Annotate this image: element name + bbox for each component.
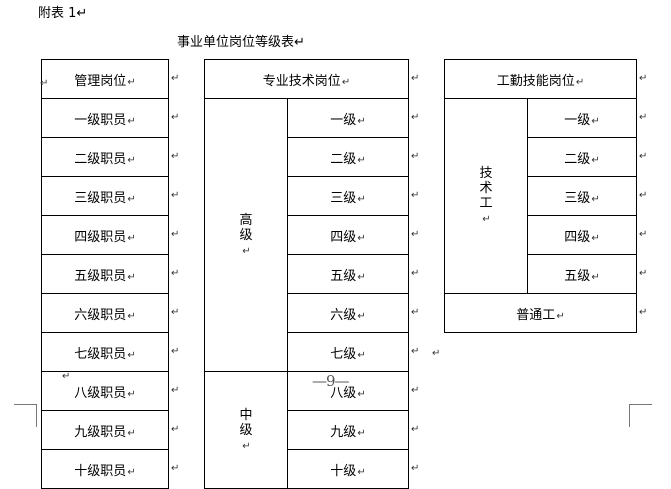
row-end-mark: ↵ [411,307,420,318]
professional-row: 七级↵ [287,332,409,372]
worker-row: 一级↵ [527,98,637,138]
worker-row: 三级↵ [527,176,637,216]
worker-table: 工勤技能岗位↵ 技术工↵ 一级↵ 二级↵ 三级↵ 四级↵ 五级↵ 普通工↵ [444,59,637,333]
management-row: 五级职员↵ [41,254,169,294]
professional-row: 九级↵ [287,410,409,450]
row-end-mark: ↵ [639,190,648,201]
professional-header: 专业技术岗位↵ [204,59,409,99]
row-end-mark: ↵ [411,268,420,279]
group-senior: 高级↵ [204,98,288,372]
professional-row: 六级↵ [287,293,409,333]
row-end-mark: ↵ [639,73,648,84]
row-end-mark: ↵ [639,112,648,123]
appendix-label: 附表 1↵ [38,6,88,21]
worker-row: 二级↵ [527,137,637,177]
row-end-mark: ↵ [639,151,648,162]
row-end-mark: ↵ [639,307,648,318]
paragraph-mark: ↵ [62,371,71,382]
page-corner-mark-left [14,404,37,427]
row-end-mark: ↵ [411,424,420,435]
professional-table: 专业技术岗位↵ 高级↵ 一级↵ 二级↵ 三级↵ 四级↵ 五级↵ 六级↵ 七级↵ … [204,59,409,489]
professional-row: 二级↵ [287,137,409,177]
row-end-mark: ↵ [171,385,180,396]
row-end-mark: ↵ [171,112,180,123]
row-end-mark: ↵ [639,268,648,279]
worker-ordinary: 普通工↵ [444,293,637,333]
management-table: 管理岗位↵ 一级职员↵ 二级职员↵ 三级职员↵ 四级职员↵ 五级职员↵ 六级职员… [41,59,169,489]
row-end-mark: ↵ [171,73,180,84]
row-end-mark: ↵ [411,112,420,123]
management-row: 二级职员↵ [41,137,169,177]
professional-row: 四级↵ [287,215,409,255]
management-row: 十级职员↵ [41,449,169,489]
row-end-mark: ↵ [171,307,180,318]
management-row: 一级职员↵ [41,98,169,138]
professional-row: 八级↵ [287,371,409,411]
row-end-mark: ↵ [171,229,180,240]
row-end-mark: ↵ [411,463,420,474]
professional-row: 一级↵ [287,98,409,138]
row-end-mark: ↵ [171,190,180,201]
row-end-mark: ↵ [171,346,180,357]
worker-row: 五级↵ [527,254,637,294]
row-end-mark: ↵ [411,151,420,162]
professional-row: 三级↵ [287,176,409,216]
group-middle: 中级↵ [204,371,288,489]
row-end-mark: ↵ [171,463,180,474]
worker-header: 工勤技能岗位↵ [444,59,637,99]
row-end-mark: ↵ [171,151,180,162]
paragraph-mark: ↵ [432,348,441,359]
management-row: 六级职员↵ [41,293,169,333]
paragraph-mark: ↵ [40,78,49,89]
page-number: —9— [312,372,350,390]
management-row: 八级职员↵ [41,371,169,411]
row-end-mark: ↵ [171,424,180,435]
management-row: 四级职员↵ [41,215,169,255]
professional-row: 十级↵ [287,449,409,489]
page-corner-mark-right [629,404,652,427]
table-title: 事业单位岗位等级表↵ [177,35,305,50]
row-end-mark: ↵ [411,346,420,357]
row-end-mark: ↵ [639,229,648,240]
row-end-mark: ↵ [171,268,180,279]
professional-row: 五级↵ [287,254,409,294]
management-row: 七级职员↵ [41,332,169,372]
management-header: 管理岗位↵ [41,59,169,99]
management-row: 三级职员↵ [41,176,169,216]
group-tech: 技术工↵ [444,98,528,294]
row-end-mark: ↵ [411,385,420,396]
row-end-mark: ↵ [411,229,420,240]
management-row: 九级职员↵ [41,410,169,450]
row-end-mark: ↵ [411,73,420,84]
worker-row: 四级↵ [527,215,637,255]
row-end-mark: ↵ [411,190,420,201]
